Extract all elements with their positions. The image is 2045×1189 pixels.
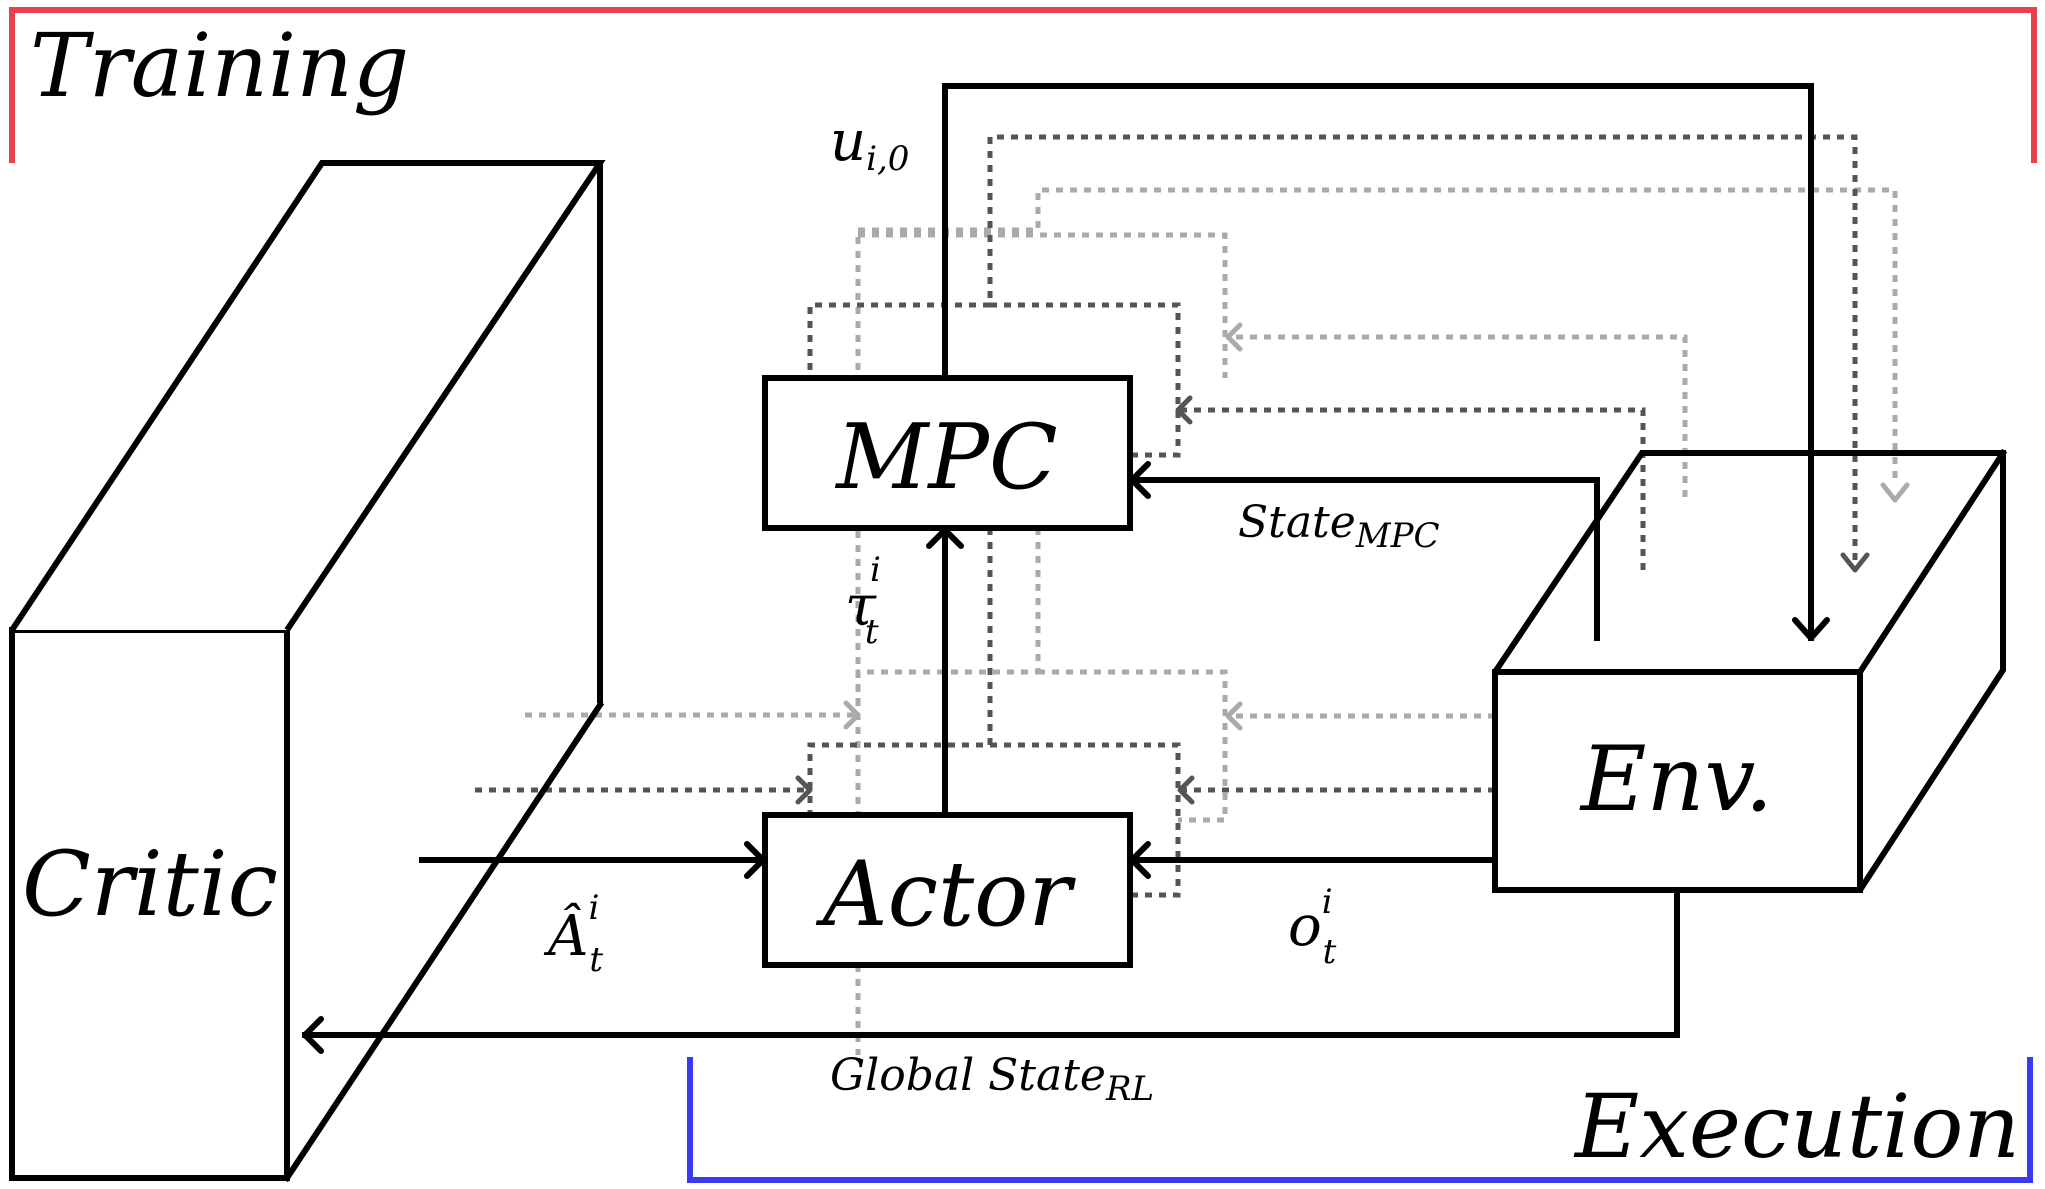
dashed-light-mpc-inner <box>858 232 1228 378</box>
arrow-dark-env-top <box>1840 552 1870 573</box>
actor-label: Actor <box>816 842 1077 947</box>
label-state-mpc: StateMPC <box>1238 497 1440 556</box>
signal-advantage-arrowhead <box>744 841 766 879</box>
execution-label: Execution <box>1573 1075 2020 1178</box>
env-block <box>1492 448 2008 893</box>
signal-global-state-arrowhead <box>302 1016 324 1054</box>
dashed-light-env-to-mpc <box>1228 334 1688 497</box>
mpc-label: MPC <box>834 405 1058 510</box>
dashed-dark-outer-top <box>807 134 1858 560</box>
arrow-dark-actor-right <box>1177 775 1195 805</box>
signal-u-path <box>942 83 1814 641</box>
arrow-light-actor-left <box>843 700 861 730</box>
label-global-state: Global StateRL <box>830 1050 1154 1109</box>
arrow-light-mpc <box>1225 322 1243 352</box>
signal-tau-arrowhead <box>926 527 964 549</box>
dashed-dark-env-to-mpc <box>1178 407 1646 570</box>
env-label: Env. <box>1579 727 1773 832</box>
training-label: Training <box>30 14 409 117</box>
signal-u-arrowhead <box>1792 617 1830 641</box>
label-u: ui,0 <box>830 109 909 179</box>
mpc-block <box>762 375 1133 531</box>
arrow-light-actor-right <box>1225 701 1243 731</box>
arrow-light-env-top <box>1880 482 1910 503</box>
signal-state-mpc-path <box>1127 477 1600 641</box>
arrow-dark-mpc <box>1175 395 1193 425</box>
dashed-light-outer-top <box>855 187 1898 1055</box>
critic-block <box>9 160 606 1183</box>
dashed-light-mpc-actor-link <box>855 528 1041 712</box>
arrow-dark-actor-left <box>795 775 813 805</box>
actor-block <box>762 812 1133 968</box>
signal-o-arrowhead <box>1129 841 1151 879</box>
signal-state-mpc-arrowhead <box>1129 461 1151 499</box>
training-bracket <box>9 7 2037 163</box>
critic-label: Critic <box>22 832 278 937</box>
signal-global-state-path <box>302 887 1680 1038</box>
execution-bracket <box>687 1057 2033 1183</box>
